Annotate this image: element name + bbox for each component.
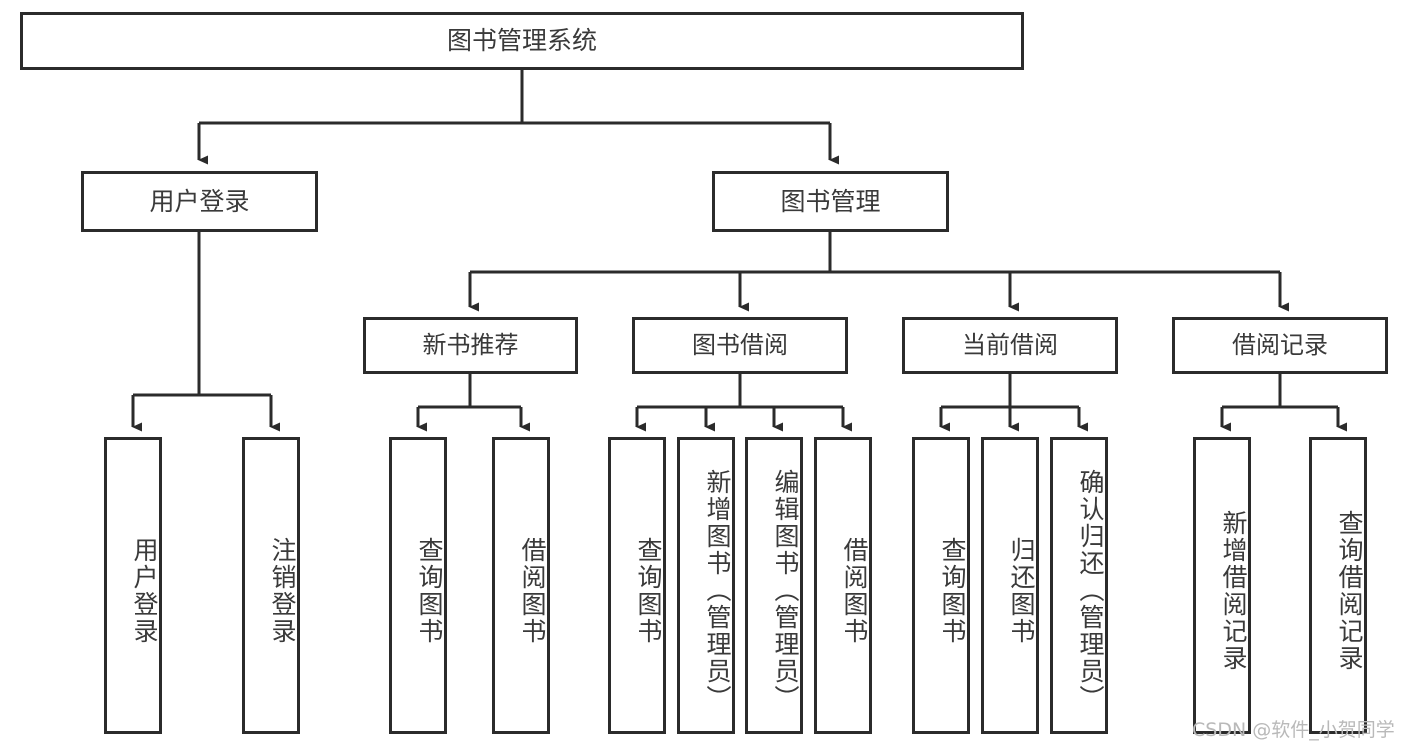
node-current-borrowing[interactable]: 当前借阅	[902, 317, 1118, 374]
node-leaf-query-borrow-record[interactable]: 查询借阅记录	[1309, 437, 1367, 734]
node-label: 编辑图书（管理员）	[771, 469, 800, 712]
node-leaf-add-book-admin[interactable]: 新增图书（管理员）	[677, 437, 735, 734]
node-label: 确认归还（管理员）	[1076, 469, 1105, 712]
node-label: 查询图书	[938, 536, 967, 645]
node-label: 新增图书（管理员）	[703, 469, 732, 712]
node-leaf-logout[interactable]: 注销登录	[242, 437, 300, 734]
node-leaf-query-book-borrow[interactable]: 查询图书	[608, 437, 666, 734]
node-label: 当前借阅	[962, 331, 1058, 360]
node-label: 图书管理系统	[446, 26, 597, 56]
node-label: 查询借阅记录	[1335, 509, 1364, 672]
node-leaf-query-book-rec[interactable]: 查询图书	[389, 437, 447, 734]
node-leaf-add-borrow-record[interactable]: 新增借阅记录	[1193, 437, 1251, 734]
node-label: 注销登录	[268, 536, 297, 645]
node-leaf-user-login[interactable]: 用户登录	[104, 437, 162, 734]
csdn-watermark: CSDN @软件_小贺同学	[1192, 719, 1395, 741]
node-label: 图书管理	[780, 186, 881, 216]
node-user-login[interactable]: 用户登录	[81, 171, 318, 232]
node-leaf-return-book[interactable]: 归还图书	[981, 437, 1039, 734]
node-leaf-borrow-book[interactable]: 借阅图书	[814, 437, 872, 734]
node-leaf-confirm-return-admin[interactable]: 确认归还（管理员）	[1050, 437, 1108, 734]
node-borrowing-record[interactable]: 借阅记录	[1172, 317, 1388, 374]
node-root-book-management-system[interactable]: 图书管理系统	[20, 12, 1024, 70]
node-label: 查询图书	[415, 536, 444, 645]
node-leaf-borrow-book-rec[interactable]: 借阅图书	[492, 437, 550, 734]
node-label: 借阅图书	[518, 536, 547, 645]
node-label: 借阅记录	[1232, 331, 1328, 360]
node-new-book-recommendation[interactable]: 新书推荐	[363, 317, 578, 374]
node-label: 新书推荐	[422, 331, 519, 360]
node-label: 用户登录	[130, 536, 159, 645]
node-book-management[interactable]: 图书管理	[712, 171, 949, 232]
node-label: 借阅图书	[840, 536, 869, 645]
node-label: 新增借阅记录	[1219, 509, 1248, 672]
node-label: 图书借阅	[692, 331, 788, 360]
node-label: 用户登录	[149, 186, 250, 216]
node-label: 查询图书	[634, 536, 663, 645]
node-leaf-query-book-current[interactable]: 查询图书	[912, 437, 970, 734]
node-book-borrowing[interactable]: 图书借阅	[632, 317, 848, 374]
node-label: 归还图书	[1007, 536, 1036, 645]
node-leaf-edit-book-admin[interactable]: 编辑图书（管理员）	[745, 437, 803, 734]
